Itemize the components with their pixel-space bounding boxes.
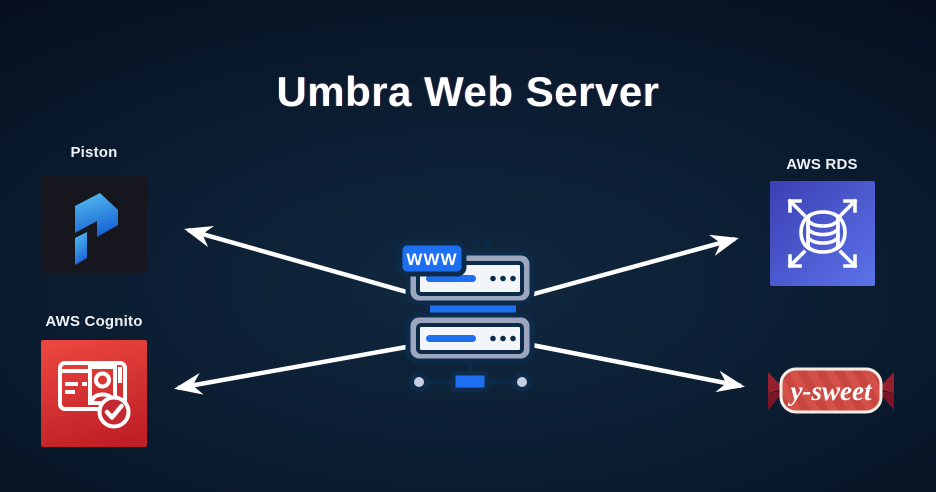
- aws-rds-icon: [770, 181, 875, 286]
- arrow-server-to-ysweet: [531, 342, 745, 393]
- page-title: Umbra Web Server: [276, 68, 660, 115]
- aws-rds-label: AWS RDS: [786, 156, 858, 173]
- arrow-server-to-rds: [529, 234, 739, 298]
- www-badge: WWW: [397, 240, 467, 277]
- piston-label: Piston: [70, 144, 118, 161]
- aws-cognito-label: AWS Cognito: [45, 313, 143, 330]
- arrow-server-to-piston: [184, 225, 415, 297]
- piston-logo-icon: [41, 176, 147, 273]
- www-badge-text: WWW: [406, 250, 457, 269]
- ysweet-label: y-sweet: [788, 376, 873, 406]
- arrow-server-to-cognito: [174, 343, 413, 395]
- web-server-icon: WWW: [397, 240, 535, 393]
- ysweet-logo: y-sweet: [768, 367, 894, 414]
- aws-cognito-icon: [41, 340, 147, 447]
